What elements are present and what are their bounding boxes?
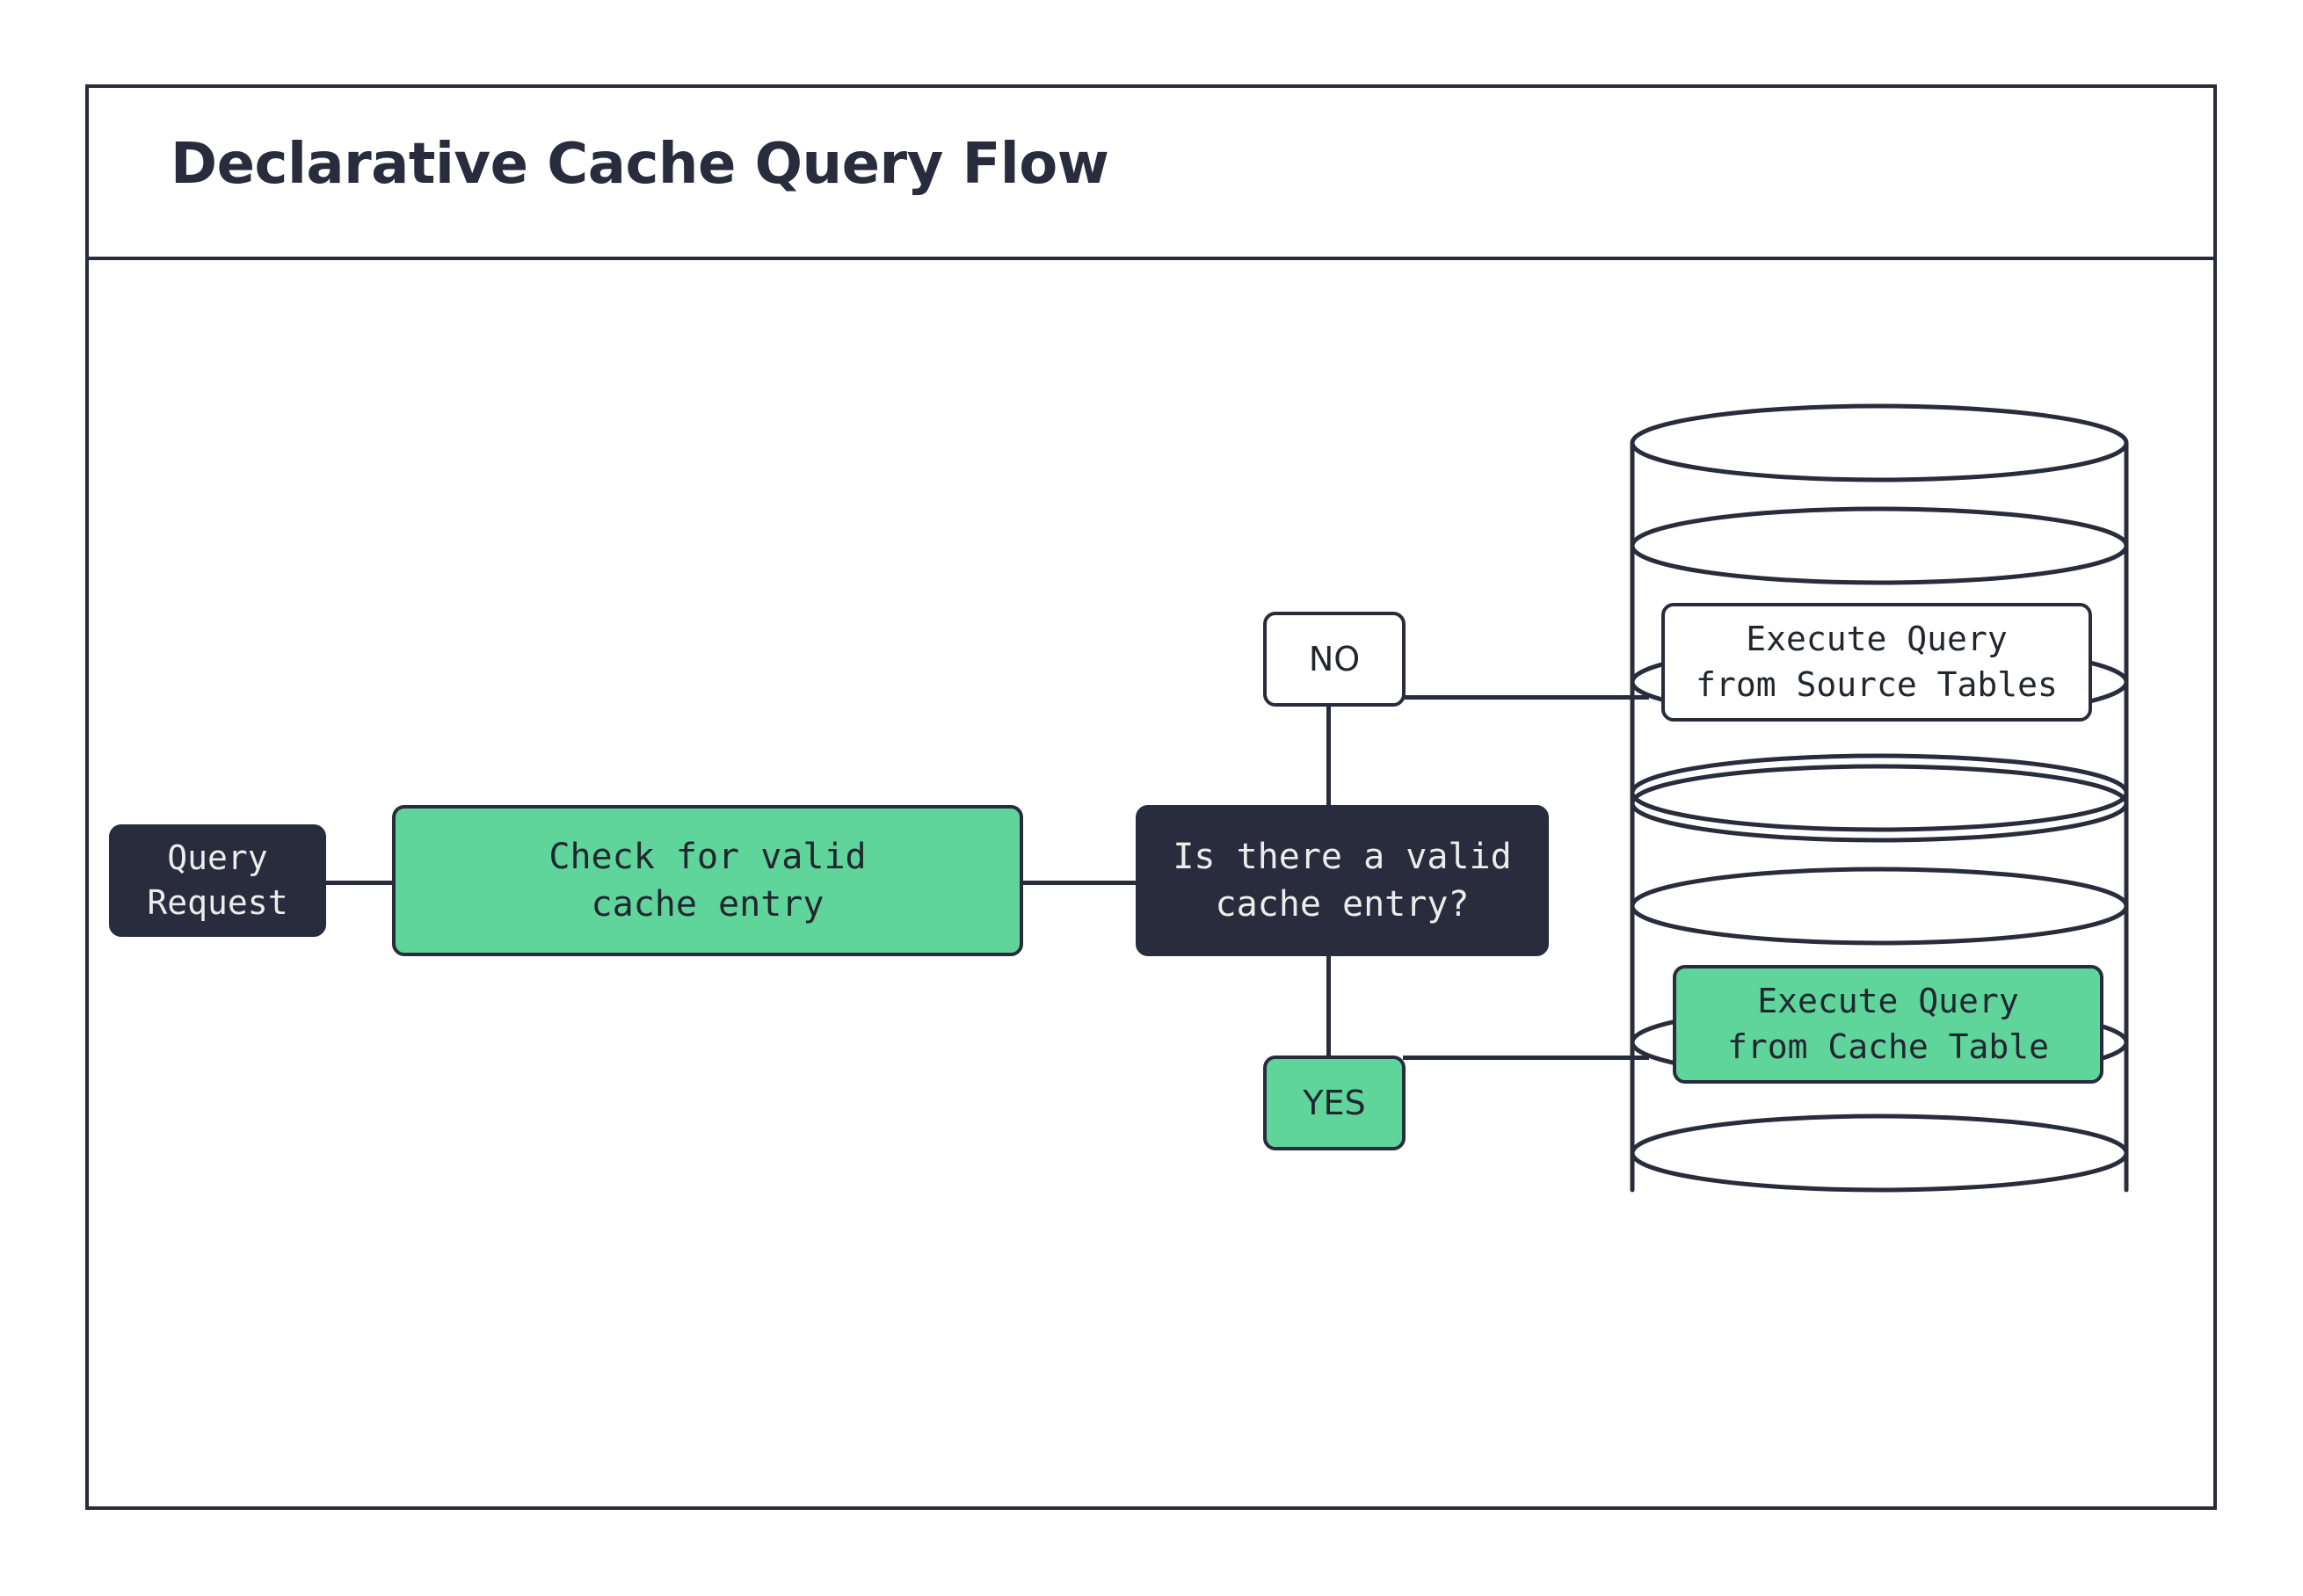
node-query-request[interactable]: Query Request <box>109 824 326 937</box>
diagram-frame: Declarative Cache Query Flow <box>85 84 2217 1510</box>
node-decision-valid-cache-entry[interactable]: Is there a valid cache entry? <box>1136 805 1549 956</box>
edge-query-request-to-check-cache <box>326 881 392 885</box>
node-execute-query-source-tables[interactable]: Execute Query from Source Tables <box>1661 603 2092 722</box>
edge-label-no[interactable]: NO <box>1263 612 1406 707</box>
node-check-cache[interactable]: Check for valid cache entry <box>392 805 1023 956</box>
edge-yes-to-cache-table <box>1403 1056 1649 1060</box>
page-title: Declarative Cache Query Flow <box>171 132 1109 197</box>
diagram-header: Declarative Cache Query Flow <box>89 88 2213 260</box>
edge-check-cache-to-decision <box>1023 881 1136 885</box>
node-execute-query-cache-table[interactable]: Execute Query from Cache Table <box>1673 965 2103 1084</box>
edge-decision-to-yes <box>1326 853 1331 1060</box>
edge-label-yes[interactable]: YES <box>1263 1056 1406 1150</box>
flowchart-canvas: Query Request Check for valid cache entr… <box>89 260 2213 1506</box>
edge-no-to-source-tables <box>1403 695 1649 700</box>
